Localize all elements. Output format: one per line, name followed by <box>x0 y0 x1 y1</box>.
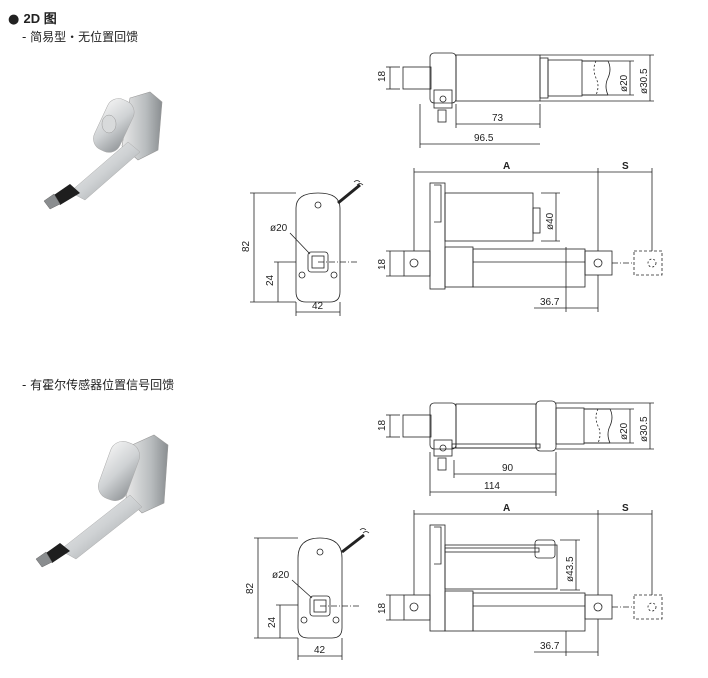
v2-side-view <box>254 528 370 660</box>
actuator-photo-2 <box>35 434 169 568</box>
v2-front-height: 18 <box>377 602 388 614</box>
variant1-drawings: 18 ø20 ø30.5 73 96.5 82 ø20 24 42 A S ø4… <box>241 52 663 316</box>
v1-side-height: 82 <box>241 240 252 252</box>
v2-front-offset: 36.7 <box>540 641 560 652</box>
v1-side-hole: ø20 <box>270 223 288 234</box>
actuator-photo-1 <box>43 91 163 210</box>
v2-side-height: 82 <box>245 582 256 594</box>
v2-front-A: A <box>503 503 510 514</box>
v2-side-hole: ø20 <box>272 570 290 581</box>
v1-front-height: 18 <box>377 258 388 270</box>
section-title: ● 2D 图 <box>8 8 57 27</box>
v2-front-S: S <box>622 503 629 514</box>
v2-front-view <box>386 510 663 656</box>
v1-front-A: A <box>503 161 510 172</box>
v1-top-d-outer: ø30.5 <box>639 68 650 94</box>
v1-side-offset: 24 <box>265 274 276 286</box>
v1-side-width: 42 <box>312 301 324 312</box>
v2-top-len-long: 114 <box>484 481 500 492</box>
v1-side-view <box>250 180 364 316</box>
v2-front-motor-d: ø43.5 <box>565 556 576 582</box>
v2-top-view <box>386 400 654 496</box>
section1-subtitle: - 简易型・无位置回馈 <box>22 30 139 44</box>
v1-front-view <box>386 168 663 312</box>
v2-side-offset: 24 <box>267 616 278 628</box>
v2-top-d-inner: ø20 <box>619 422 630 440</box>
v1-front-S: S <box>622 161 629 172</box>
v1-top-len-short: 73 <box>492 113 504 124</box>
v2-side-width: 42 <box>314 645 326 656</box>
section2-subtitle: - 有霍尔传感器位置信号回馈 <box>22 378 175 392</box>
v2-top-len-short: 90 <box>502 463 514 474</box>
variant2-drawings: 18 ø20 ø30.5 90 114 82 ø20 24 42 A S ø43… <box>245 400 663 660</box>
bullet-icon: ● <box>8 12 20 27</box>
v1-top-d-inner: ø20 <box>619 74 630 92</box>
v1-front-motor-d: ø40 <box>545 212 556 230</box>
v2-top-height: 18 <box>377 419 388 431</box>
v2-top-d-outer: ø30.5 <box>639 416 650 442</box>
v1-top-view <box>386 52 654 148</box>
v1-top-height: 18 <box>377 70 388 82</box>
v1-top-len-long: 96.5 <box>474 133 494 144</box>
v1-front-offset: 36.7 <box>540 297 560 308</box>
title-text: 2D 图 <box>23 11 57 26</box>
